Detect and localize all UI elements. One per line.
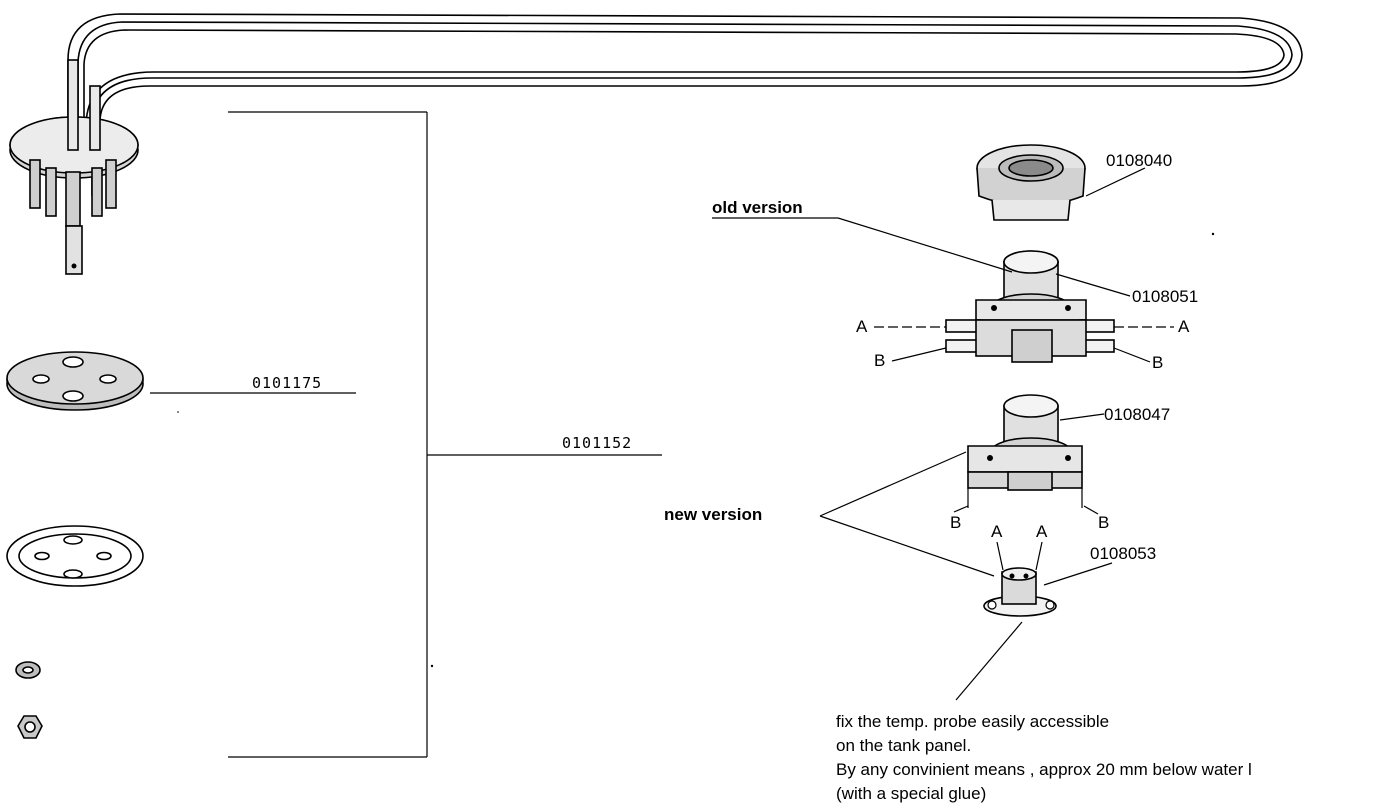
leader-new-version-probe [819,515,995,577]
note-line-1: fix the temp. probe easily accessible [836,712,1109,731]
terminal-b-left: B [874,351,885,370]
new-thermostat [967,394,1083,508]
old-thermostat [945,250,1115,363]
leader-b-new-left [953,505,969,513]
heating-element-tube [67,13,1303,196]
leader-0108047 [1059,413,1105,421]
part-number-0108051: 0108051 [1132,287,1198,306]
note-line-2: on the tank panel. [836,736,971,755]
leader-0108053 [1043,562,1113,586]
leader-b-new-right [1083,505,1099,515]
terminal-a-right: A [1178,317,1190,336]
probe-terminal-a-right: A [1036,522,1048,541]
note-line-3: By any convinient means , approx 20 mm b… [836,760,1252,779]
scan-dot [177,411,179,413]
installation-note: fix the temp. probe easily accessible on… [836,712,1252,803]
leader-0108051 [1055,273,1131,297]
element-flange [9,59,139,275]
terminal-b-new-left: B [950,513,961,532]
part-number-0101175: 0101175 [252,374,322,392]
leader-old-version [837,217,1013,273]
flange-washer [6,525,144,587]
leader-b-left [891,347,947,362]
gasket-plate [6,351,144,411]
hex-nut [17,715,43,739]
sleeve-part [976,144,1086,221]
part-number-0108053: 0108053 [1090,544,1156,563]
terminal-b-right: B [1152,353,1163,372]
assembly-bracket [150,111,662,758]
small-washer [15,661,41,679]
note-line-4: (with a special glue) [836,784,986,803]
old-version-label: old version [712,198,803,217]
part-number-0108040: 0108040 [1106,151,1172,170]
temperature-probe: A A [983,522,1057,617]
scan-dot [1211,232,1215,236]
part-number-0101152: 0101152 [562,434,632,452]
new-version-label: new version [664,505,762,524]
leader-b-right [1113,347,1151,363]
scan-dot [430,664,434,668]
probe-terminal-a-left: A [991,522,1003,541]
leader-probe-note [955,621,1023,701]
leader-0108040 [1085,167,1146,197]
part-number-0108047: 0108047 [1104,405,1170,424]
terminal-a-left: A [856,317,868,336]
leader-new-version-thermostat [819,451,967,517]
terminal-b-new-right: B [1098,513,1109,532]
